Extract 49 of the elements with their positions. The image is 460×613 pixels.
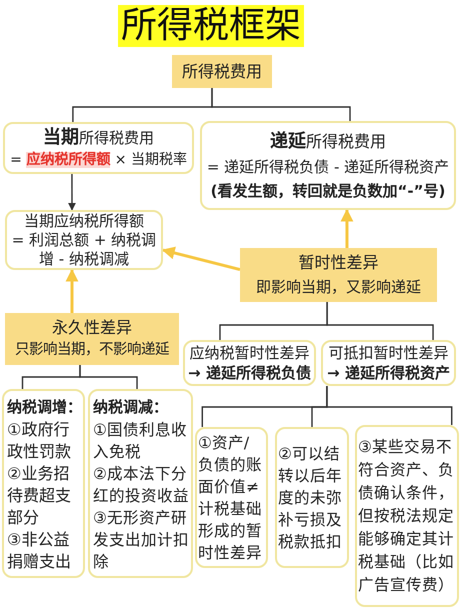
formula-text: = 应纳税所得额 × 当期税率 xyxy=(10,150,187,170)
box-heading: 当期应纳税所得额 xyxy=(24,212,144,230)
formula-box xyxy=(5,210,163,270)
category-box xyxy=(5,313,179,365)
result-box xyxy=(321,340,456,386)
box-heading: 可抵扣暂时性差异 xyxy=(328,343,448,363)
list-item: ③无形资产研发支出加计扣除 xyxy=(93,508,190,573)
description-text: 即影响当期，又影响递延 xyxy=(256,277,421,298)
bracket-connector xyxy=(326,302,434,340)
bracket-connector xyxy=(79,365,138,389)
list-heading: 纳税调减： xyxy=(93,397,169,418)
formula-text: = 利润总额 + 纳税调增 - 纳税调减 xyxy=(11,230,157,268)
list-box xyxy=(88,389,193,578)
formula-box xyxy=(3,122,194,174)
note-text: ①资产/负债的账面价值≠计税基础形成的暂时性差异 xyxy=(198,432,263,564)
list-heading: 纳税调增： xyxy=(7,397,82,418)
result-text: → 递延所得税资产 xyxy=(327,363,450,383)
formula-text: = 递延所得税负债 - 递延所得税资产 xyxy=(206,156,450,178)
box-heading: 当期所得税费用 xyxy=(43,126,154,150)
arrow xyxy=(66,268,78,313)
description-text: 只影响当期，不影响递延 xyxy=(15,340,169,360)
arrow xyxy=(162,246,240,272)
box-heading: 暂时性差异 xyxy=(298,252,378,274)
result-text: → 递延所得税负债 xyxy=(188,363,311,383)
heading-box xyxy=(172,55,272,88)
list-item: ①政府行政性罚款 xyxy=(7,419,72,463)
box-heading: 永久性差异 xyxy=(52,317,132,339)
note-box xyxy=(355,425,459,607)
arrow xyxy=(68,174,76,211)
box-heading: 所得税费用 xyxy=(182,60,262,82)
formula-box xyxy=(200,121,456,210)
box-heading: 应纳税暂时性差异 xyxy=(190,343,310,363)
list-item: ②成本法下分红的投资收益 xyxy=(93,464,190,507)
note-box xyxy=(275,427,349,568)
result-box xyxy=(183,340,316,386)
list-item: ③非公益捐赠支出 xyxy=(7,529,72,573)
note-text: (看发生额，转回就是负数加“-”号) xyxy=(210,180,446,202)
list-item: ①国债利息收入免税 xyxy=(93,420,188,463)
note-text: ③某些交易不符合资产、负债确认条件，但按税法规定能够确定其计税基础（比如广告宣传费） xyxy=(358,436,455,596)
list-box xyxy=(2,389,85,578)
bracket-connector xyxy=(326,386,452,425)
list-item: ②业务招待费超支部分 xyxy=(7,463,72,529)
category-box xyxy=(240,248,437,302)
arrow xyxy=(340,208,354,248)
note-box xyxy=(195,427,268,568)
title: 所得税框架 xyxy=(118,5,304,47)
note-text: ②可以结转以后年度的未弥补亏损及税款抵扣 xyxy=(278,444,343,552)
bracket-connector xyxy=(211,88,351,121)
box-heading: 递延所得税费用 xyxy=(270,130,386,154)
